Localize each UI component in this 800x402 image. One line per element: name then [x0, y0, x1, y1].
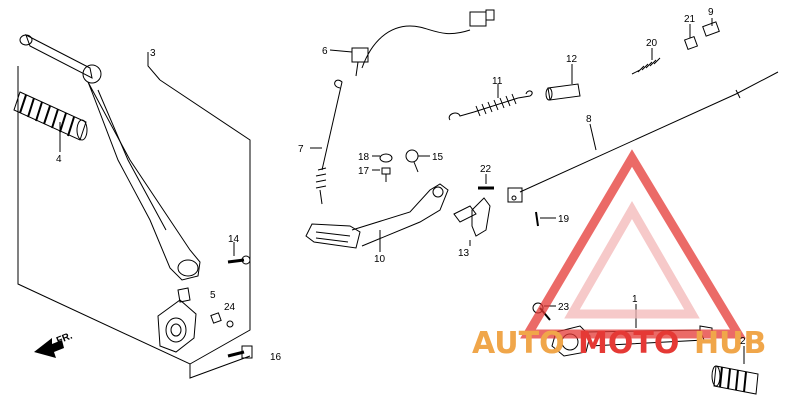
part-label-1: 1 [632, 294, 638, 305]
brake-pedal-part-10 [305, 183, 449, 249]
part-label-11: 11 [492, 76, 503, 87]
watermark-text-hub: HUB [694, 326, 766, 361]
kick-spindle [157, 287, 197, 353]
washer-part-18 [379, 153, 393, 163]
part-label-10: 10 [374, 254, 386, 265]
leader-6 [329, 49, 353, 53]
part-label-24: 24 [224, 302, 236, 313]
watermark-text-auto: AUTO [472, 326, 565, 361]
watermark-triangle-inner [564, 200, 700, 319]
part-number-labels: 3 4 6 7 11 12 9 21 20 8 18 15 17 22 19 1… [56, 7, 746, 363]
part-label-4: 4 [56, 154, 62, 165]
spring-part-7 [315, 79, 343, 205]
part-label-9: 9 [708, 7, 714, 18]
bolt-part-17 [381, 167, 391, 182]
part-label-13: 13 [458, 248, 470, 259]
part-label-2: 2 [740, 336, 746, 347]
part-label-5: 5 [210, 290, 216, 301]
bolt-part-5 [210, 312, 222, 324]
part-label-22: 22 [480, 164, 492, 175]
bolt-part-16 [227, 345, 253, 359]
bolt-part-14 [227, 255, 251, 265]
leader-8 [589, 123, 597, 151]
spring-part-11 [448, 90, 533, 121]
part-label-23: 23 [558, 302, 570, 313]
pedal-rubber-part-2 [711, 365, 759, 395]
leader-3 [147, 52, 161, 81]
part-label-6: 6 [322, 46, 328, 57]
spring-part-20 [631, 57, 661, 75]
pin-part-9 [702, 21, 720, 37]
watermark-text-moto: MOTO [578, 326, 679, 361]
cap-part-21 [683, 35, 699, 51]
part-label-3: 3 [150, 48, 156, 59]
kick-starter-arm [19, 33, 201, 281]
arrow-left-icon [34, 338, 64, 358]
part-label-14: 14 [228, 234, 240, 245]
cable-part-8 [507, 71, 779, 203]
group-bracket-kickstarter [17, 66, 251, 365]
part-label-7: 7 [298, 144, 304, 155]
part-label-21: 21 [684, 14, 696, 25]
switch-cable [351, 9, 495, 77]
part-label-15: 15 [432, 152, 444, 163]
part-label-16: 16 [270, 352, 282, 363]
leader-line-16 [189, 355, 251, 379]
pin-part-19 [535, 211, 539, 227]
watermark: AUTO MOTO HUB [472, 149, 766, 361]
part-label-12: 12 [566, 54, 578, 65]
part-label-19: 19 [558, 214, 570, 225]
part-label-20: 20 [646, 38, 658, 49]
sleeve-part-12 [545, 83, 581, 101]
ring-part-24 [226, 320, 234, 328]
watermark-triangle-outer [520, 149, 746, 339]
part-label-8: 8 [586, 114, 592, 125]
front-direction-indicator: FR. [34, 330, 74, 358]
bolt-part-15 [405, 149, 419, 173]
part-label-18: 18 [358, 152, 370, 163]
part-label-17: 17 [358, 166, 370, 177]
front-label: FR. [55, 330, 74, 346]
kick-rubber [13, 91, 88, 141]
pivot-part-13 [453, 197, 491, 237]
